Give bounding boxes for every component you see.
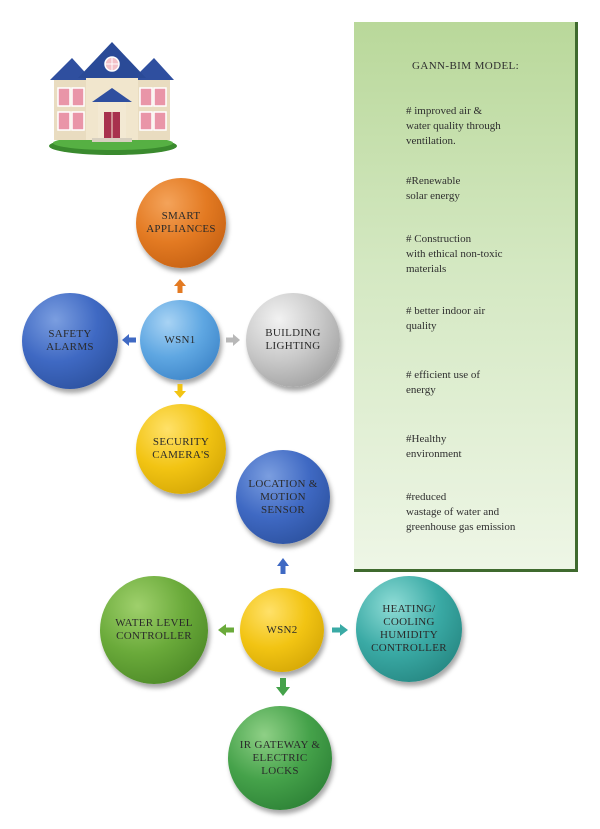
location-motion-sensor-node: LOCATION & MOTION SENSOR — [236, 450, 330, 544]
safety-alarms-node: SAFETY ALARMS — [22, 293, 118, 389]
house-icon — [49, 42, 177, 155]
security-cameras-node: SECURITY CAMERA'S — [136, 404, 226, 494]
smart-appliances-node: SMART APPLIANCES — [136, 178, 226, 268]
arrow-left-icon — [122, 334, 136, 346]
panel-item: #reduced wastage of water and greenhouse… — [406, 491, 516, 533]
arrow-right-icon — [226, 334, 240, 346]
panel-item: #Renewable solar energy — [406, 175, 461, 202]
building-lighting-node: BUILDING LIGHTING — [246, 293, 340, 387]
arrow-down-icon — [174, 384, 186, 398]
arrow-up-icon — [277, 558, 289, 574]
ir-gateway-electric-locks-node: IR GATEWAY & ELECTRIC LOCKS — [228, 706, 332, 810]
gann-bim-model-panel: GANN-BIM MODEL: # improved air & water q… — [354, 22, 578, 572]
arrow-up-icon — [174, 279, 186, 293]
wsn2-node: WSN2 — [240, 588, 324, 672]
arrow-left-icon — [218, 624, 234, 636]
panel-item: #Healthy environment — [406, 433, 462, 460]
arrow-right-icon — [332, 624, 348, 636]
water-level-controller-node: WATER LEVEL CONTROLLER — [100, 576, 208, 684]
heating-cooling-humidity-controller-node: HEATING/ COOLING HUMIDITY CONTROLLER — [356, 576, 462, 682]
panel-item: # better indoor air quality — [406, 305, 486, 332]
panel-item: # efficient use of energy — [406, 369, 481, 396]
arrow-down-icon — [276, 678, 290, 696]
panel-item: # improved air & water quality through v… — [406, 105, 501, 147]
panel-title: GANN-BIM MODEL: — [412, 60, 520, 72]
wsn1-node: WSN1 — [140, 300, 220, 380]
panel-item: # Construction with ethical non-toxic ma… — [406, 233, 503, 275]
